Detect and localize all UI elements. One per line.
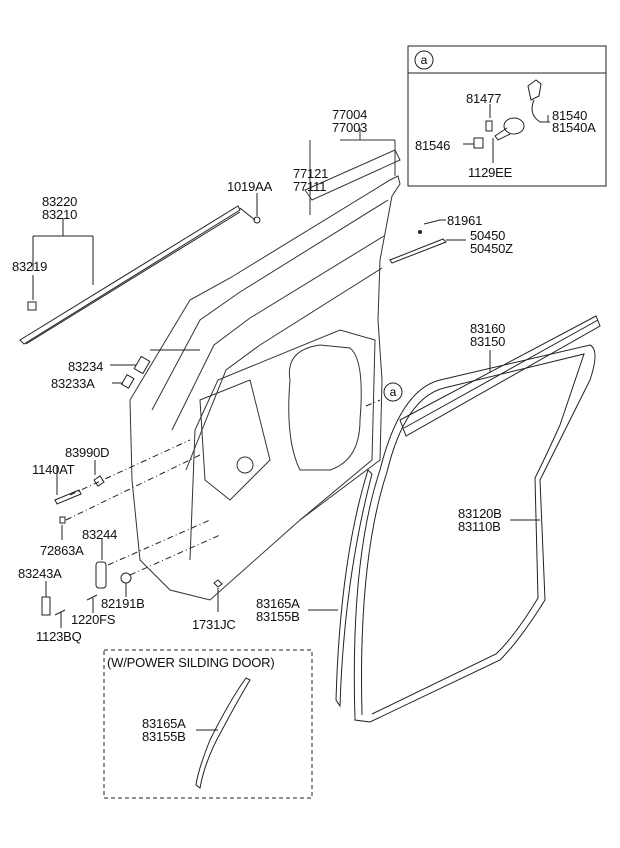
part-label-83110B[interactable]: 83110B: [458, 519, 501, 534]
part-label-83155B-power[interactable]: 83155B: [142, 729, 186, 744]
part-label-77004[interactable]: 77004: [332, 107, 368, 122]
part-label-50450Z[interactable]: 50450Z: [470, 241, 513, 256]
courtesy-switch-icon: [473, 79, 550, 149]
part-label-81540[interactable]: 81540: [552, 108, 588, 123]
part-label-83165A[interactable]: 83165A: [256, 596, 300, 611]
part-label-83219[interactable]: 83219: [12, 259, 48, 274]
door-weatherstrip: [353, 344, 596, 723]
part-label-83244[interactable]: 83244: [82, 527, 118, 542]
part-label-83233A[interactable]: 83233A: [51, 376, 95, 391]
part-label-1220FS[interactable]: 1220FS: [71, 612, 116, 627]
part-label-82191B[interactable]: 82191B: [101, 596, 145, 611]
part-label-83243A[interactable]: 83243A: [18, 566, 62, 581]
center-rail: [389, 238, 447, 264]
inset-a-callout: a: [420, 53, 428, 67]
sill-weatherstrip: [335, 469, 373, 708]
belt-molding: [399, 315, 601, 437]
part-label-50450[interactable]: 50450: [470, 228, 506, 243]
part-label-81546[interactable]: 81546: [415, 138, 451, 153]
inset-a-callout-circle: [414, 50, 434, 70]
part-label-1731JC[interactable]: 1731JC: [192, 617, 236, 632]
part-label-83990D[interactable]: 83990D: [65, 445, 110, 460]
part-label-1019AA[interactable]: 1019AA: [227, 179, 273, 194]
part-label-83160[interactable]: 83160: [470, 321, 506, 336]
service-hole: [288, 344, 362, 471]
part-label-1129EE[interactable]: 1129EE: [468, 165, 513, 180]
clip-1019AA: [253, 216, 261, 224]
power-door-option-title: (W/POWER SILDING DOOR): [107, 655, 275, 670]
part-label-77003[interactable]: 77003: [332, 120, 368, 135]
part-label-81961[interactable]: 81961: [447, 213, 483, 228]
callout-a-circle: [383, 382, 403, 402]
roof-rail-molding: [19, 205, 241, 345]
part-label-83234[interactable]: 83234: [68, 359, 104, 374]
door-panel-outline: [129, 128, 401, 601]
part-label-1123BQ[interactable]: 1123BQ: [36, 629, 82, 644]
part-label-81540A[interactable]: 81540A: [552, 120, 596, 135]
part-label-83220[interactable]: 83220: [42, 194, 78, 209]
callout-a-label[interactable]: a: [389, 385, 397, 399]
part-label-1140AT[interactable]: 1140AT: [32, 462, 75, 477]
part-label-83120B[interactable]: 83120B: [458, 506, 502, 521]
part-label-77121[interactable]: 77121: [293, 166, 329, 181]
part-label-77111[interactable]: 77111: [293, 179, 327, 194]
power-door-option-frame: [103, 649, 313, 799]
inset-a-frame: [407, 45, 607, 187]
part-label-83210[interactable]: 83210: [42, 207, 78, 222]
power-door-strip: [195, 677, 251, 789]
part-label-83165A-power[interactable]: 83165A: [142, 716, 186, 731]
part-label-81477[interactable]: 81477: [466, 91, 502, 106]
part-label-83150[interactable]: 83150: [470, 334, 506, 349]
part-label-83155B[interactable]: 83155B: [256, 609, 300, 624]
part-label-72863A[interactable]: 72863A: [40, 543, 84, 558]
